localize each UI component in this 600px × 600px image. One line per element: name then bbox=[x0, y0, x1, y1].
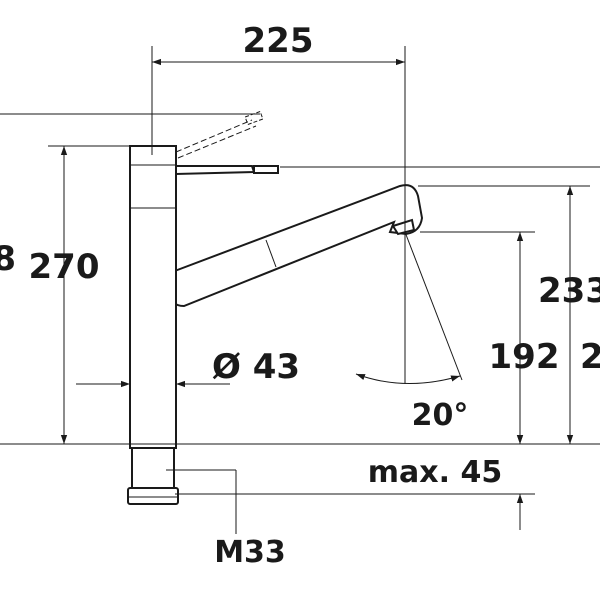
faucet-lever bbox=[175, 165, 256, 176]
lever-tip bbox=[253, 165, 279, 174]
angle-dimension: 20° bbox=[355, 231, 469, 433]
spout-height-label: 192 bbox=[489, 337, 560, 377]
left-height-label: 270 bbox=[29, 247, 100, 287]
width-dimension: 225 bbox=[152, 21, 405, 66]
diameter-dimension: Ø 43 bbox=[76, 347, 300, 388]
deck-thickness-label: max. 45 bbox=[368, 455, 502, 490]
lever-raised-outline bbox=[175, 119, 257, 159]
width-label: 225 bbox=[243, 21, 314, 61]
faucet-column bbox=[129, 145, 177, 449]
deck-thickness-dimension: max. 45 bbox=[368, 418, 524, 530]
thread-label: M33 bbox=[214, 535, 286, 570]
lever-raised-tip bbox=[244, 110, 264, 126]
spout-height-dimension: 192 bbox=[489, 232, 560, 444]
left-cut-label: 8 bbox=[0, 239, 16, 279]
reference-lines bbox=[0, 46, 600, 495]
mounting-shank bbox=[131, 447, 175, 491]
left-height-dimension: 270 8 bbox=[0, 146, 99, 444]
right-height-dimension: 233 2 bbox=[538, 186, 600, 444]
spout-divider bbox=[265, 239, 277, 268]
spout bbox=[170, 184, 424, 308]
right-height-label: 233 bbox=[538, 271, 600, 311]
right-cut-label: 2 bbox=[580, 337, 600, 377]
angle-label: 20° bbox=[412, 398, 469, 433]
faucet-body bbox=[127, 110, 424, 505]
thread-dimension: M33 bbox=[166, 469, 286, 570]
spout-nozzle bbox=[391, 218, 416, 236]
diameter-label: Ø 43 bbox=[212, 347, 300, 387]
thread-connector bbox=[127, 487, 179, 505]
